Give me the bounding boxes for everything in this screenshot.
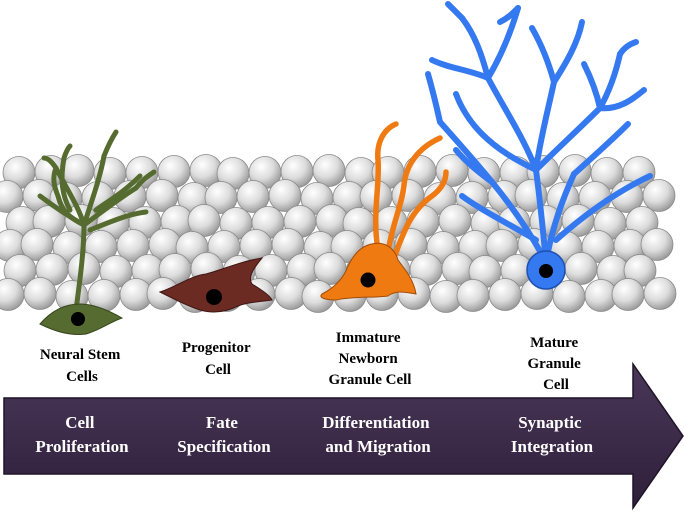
tissue-sphere: [564, 252, 598, 285]
process-arrow: [3, 361, 684, 511]
tissue-sphere: [488, 278, 522, 311]
immature-dendrite-2: [385, 135, 443, 255]
label-progenitor-cell: Progenitor Cell: [182, 340, 254, 378]
immature-nucleus: [360, 272, 376, 288]
label-neural-stem-cells: Neural Stem Cells: [40, 347, 124, 385]
immature-dendrite-1: [372, 121, 399, 253]
stage-cell-proliferation: Cell Proliferation: [35, 413, 129, 456]
progenitor-soma: [158, 257, 273, 313]
tissue-sphere: [611, 278, 645, 311]
tissue-sphere: [643, 277, 677, 310]
immature-soma: [320, 242, 417, 301]
mature-dendrites: [425, 1, 653, 265]
tissue-sphere: [312, 154, 346, 187]
stage-synaptic-integration: Synaptic Integration: [511, 413, 594, 456]
neural-stem-cell: [37, 129, 157, 335]
stem-nucleus: [71, 312, 85, 326]
stage-fate-specification: Fate Specification: [177, 413, 271, 456]
tissue-sphere: [61, 154, 95, 187]
label-mature-granule-cell: Mature Granule Cell: [527, 335, 584, 393]
progenitor-nucleus: [206, 289, 222, 305]
immature-dendrite-3: [391, 169, 449, 261]
mature-nucleus: [539, 264, 553, 278]
progenitor-cell: [158, 257, 273, 313]
stage-differentiation-and-migration: Differentiation and Migration: [322, 413, 434, 456]
immature-newborn-granule-cell: [320, 121, 449, 301]
label-immature-newborn-granule-cell: Immature Newborn Granule Cell: [329, 330, 412, 388]
tissue-sphere: [642, 179, 676, 212]
mature-granule-cell: [425, 1, 653, 290]
tissue-sphere: [23, 277, 57, 310]
tissue-sphere: [640, 228, 674, 261]
tissue-sphere: [456, 279, 490, 312]
